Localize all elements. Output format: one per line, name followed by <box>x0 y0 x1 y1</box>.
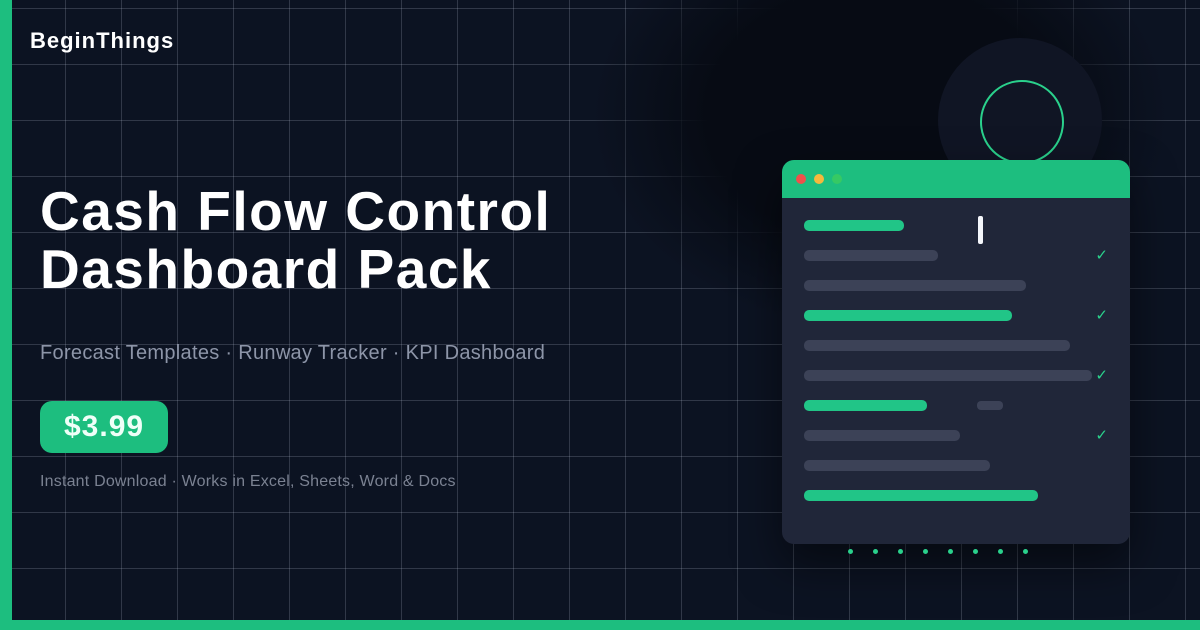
skeleton-bar <box>804 339 1070 351</box>
check-icon: ✓ <box>1095 426 1108 444</box>
check-icon: ✓ <box>1095 246 1108 264</box>
skeleton-bar <box>804 279 1026 291</box>
browser-mockup-window: ✓ ✓ ✓ ✓ <box>782 160 1130 544</box>
skeleton-bar <box>804 249 938 261</box>
product-title: Cash Flow Control Dashboard Pack <box>40 182 680 298</box>
fine-print: Instant Download · Works in Excel, Sheet… <box>40 473 456 490</box>
check-icon: ✓ <box>1095 306 1108 324</box>
traffic-light-red-icon <box>796 174 806 184</box>
dot <box>1023 549 1028 554</box>
price-badge: $3.99 <box>40 401 169 453</box>
skeleton-bar <box>804 219 904 231</box>
dot-pattern <box>848 549 1028 554</box>
left-accent-bar <box>0 0 12 630</box>
skeleton-rows: ✓ ✓ ✓ ✓ <box>804 210 1108 510</box>
skeleton-bar-small <box>977 400 1003 410</box>
title-line-2: Dashboard Pack <box>40 238 493 300</box>
skeleton-bar <box>804 399 927 411</box>
browser-body: ✓ ✓ ✓ ✓ <box>782 198 1130 544</box>
decorative-ring <box>980 80 1064 164</box>
skeleton-bar <box>804 429 960 441</box>
dot <box>873 549 878 554</box>
skeleton-row <box>804 390 1108 420</box>
dot <box>973 549 978 554</box>
cursor-bar <box>978 216 983 244</box>
dot <box>848 549 853 554</box>
title-line-1: Cash Flow Control <box>40 180 552 242</box>
brand-logo: BeginThings <box>30 28 175 53</box>
skeleton-row <box>804 210 1108 240</box>
dot <box>898 549 903 554</box>
skeleton-row: ✓ <box>804 240 1108 270</box>
traffic-light-green-icon <box>832 174 842 184</box>
skeleton-row <box>804 450 1108 480</box>
skeleton-row <box>804 330 1108 360</box>
browser-titlebar <box>782 160 1130 198</box>
skeleton-bar <box>804 489 1038 501</box>
feature-tagline: Forecast Templates · Runway Tracker · KP… <box>40 342 546 364</box>
skeleton-row: ✓ <box>804 360 1108 390</box>
skeleton-bar <box>804 459 990 471</box>
dot <box>998 549 1003 554</box>
dot <box>923 549 928 554</box>
hero-section: Cash Flow Control Dashboard Pack Forecas… <box>40 182 680 491</box>
dot <box>948 549 953 554</box>
skeleton-bar <box>804 369 1092 381</box>
skeleton-row <box>804 480 1108 510</box>
skeleton-row <box>804 270 1108 300</box>
skeleton-bar <box>804 309 1012 321</box>
skeleton-row: ✓ <box>804 420 1108 450</box>
traffic-lights <box>796 174 842 184</box>
skeleton-row: ✓ <box>804 300 1108 330</box>
bottom-accent-bar <box>0 620 1200 630</box>
traffic-light-yellow-icon <box>814 174 824 184</box>
check-icon: ✓ <box>1095 366 1108 384</box>
